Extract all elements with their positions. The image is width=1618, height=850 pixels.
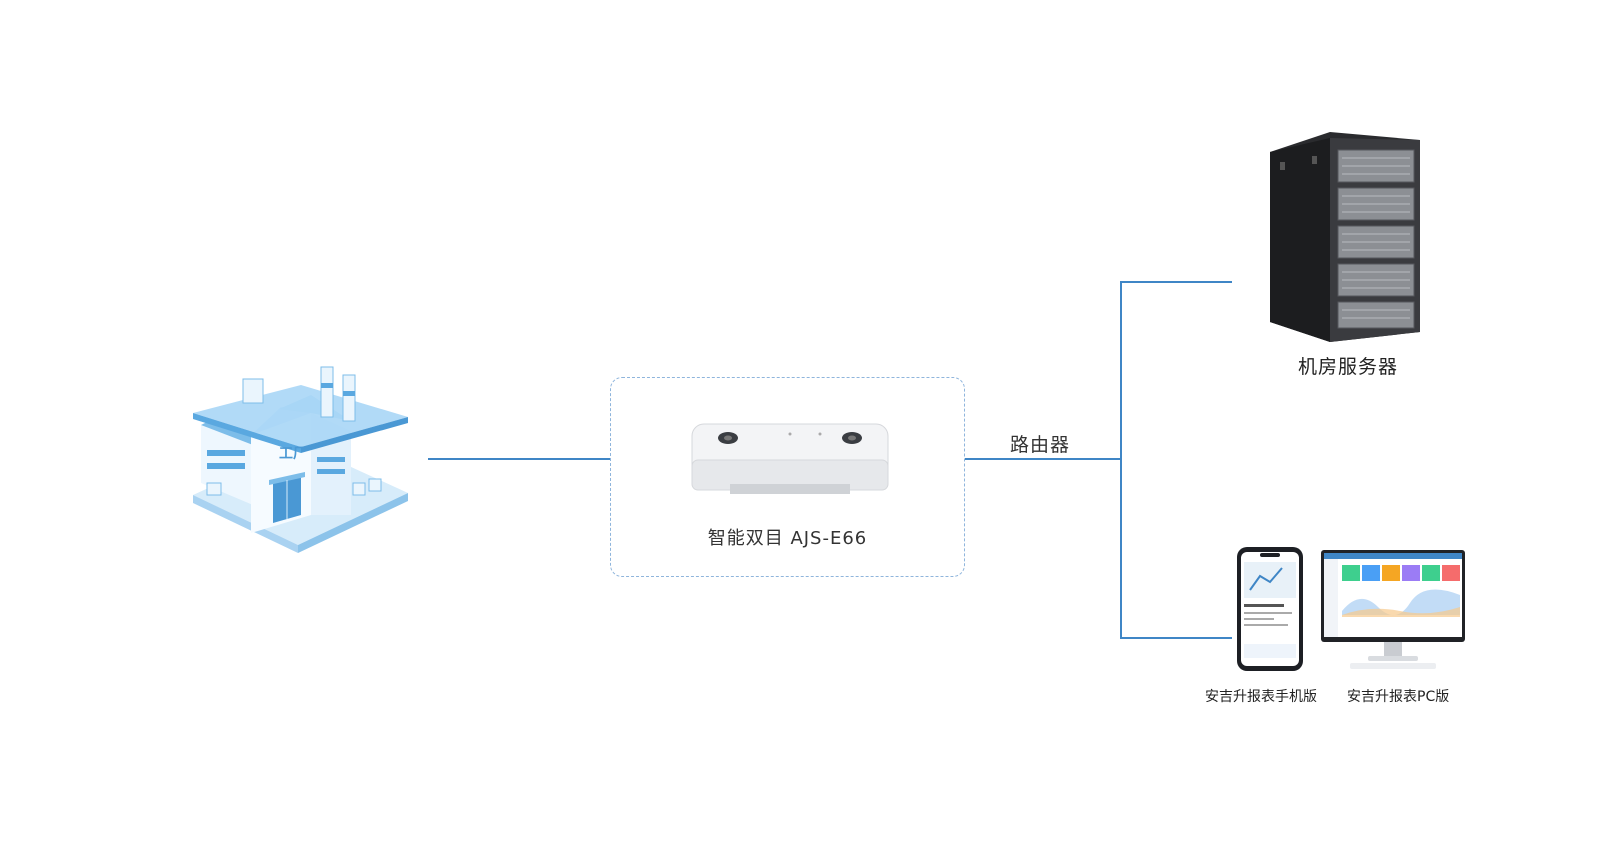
link-factory-device [428, 458, 610, 460]
server-rack-icon [1270, 132, 1420, 342]
mobile-report-label: 安吉升报表手机版 [1205, 689, 1317, 705]
factory-sign: 工厂 [279, 446, 307, 462]
device-frame [610, 377, 965, 577]
pc-monitor-icon [1321, 550, 1465, 669]
link-trunk-clients [1120, 637, 1232, 639]
device-label: 智能双目 AJS-E66 [707, 528, 868, 549]
server-label: 机房服务器 [1297, 356, 1398, 378]
router-label: 路由器 [1010, 434, 1071, 456]
link-trunk-server [1120, 281, 1232, 283]
factory-icon: 工厂 [193, 366, 408, 553]
link-device-router [965, 458, 1120, 460]
pc-report-label: 安吉升报表PC版 [1347, 689, 1450, 705]
mobile-phone-icon [1237, 547, 1303, 671]
binocular-camera-icon [691, 423, 889, 494]
link-trunk-vertical [1120, 281, 1122, 638]
